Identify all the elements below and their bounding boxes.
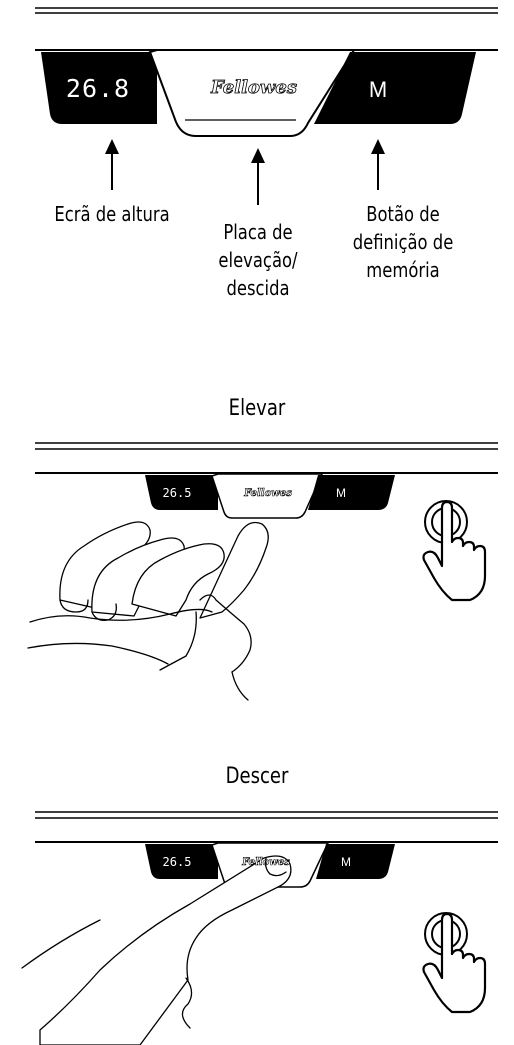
callout-arrows bbox=[105, 139, 385, 205]
height-display-value: 26.5 bbox=[163, 855, 192, 869]
lift-lower-plate[interactable] bbox=[211, 473, 324, 519]
memory-button-label[interactable]: M bbox=[336, 486, 346, 500]
callout-text: Placa de bbox=[223, 220, 293, 244]
callout-text: Botão de bbox=[366, 202, 440, 226]
height-display-housing bbox=[145, 844, 218, 879]
brand-logo: Fellowes bbox=[241, 857, 290, 868]
height-display-housing bbox=[41, 52, 157, 124]
lift-plate-callout: Placa de elevação/ descida bbox=[176, 218, 340, 302]
height-display-callout: Ecrã de altura bbox=[30, 200, 194, 228]
memory-button-housing bbox=[316, 844, 395, 879]
lower-section-title: Descer bbox=[225, 764, 289, 789]
memory-button-label[interactable]: M bbox=[369, 77, 387, 102]
callout-text: Ecrã de altura bbox=[54, 202, 170, 226]
brand-logo: Fellowes bbox=[210, 77, 297, 98]
memory-button-callout: Botão de definição de memória bbox=[321, 200, 485, 284]
lift-lower-plate[interactable] bbox=[148, 49, 356, 137]
height-display-housing bbox=[145, 475, 218, 510]
tap-hand-icon bbox=[422, 912, 487, 1014]
control-panel bbox=[41, 49, 476, 137]
height-display-value: 26.8 bbox=[66, 74, 130, 103]
height-display-value: 26.5 bbox=[163, 486, 192, 500]
callout-text: elevação/ bbox=[218, 248, 298, 272]
raise-section-title: Elevar bbox=[228, 396, 286, 421]
memory-button-label[interactable]: M bbox=[341, 855, 351, 869]
control-panel-small bbox=[145, 473, 395, 519]
callout-text: descida bbox=[226, 276, 290, 300]
memory-button-housing bbox=[308, 475, 395, 510]
arrow-up-icon bbox=[105, 139, 119, 154]
tap-hand-icon bbox=[422, 500, 487, 602]
arrow-up-icon bbox=[371, 139, 385, 154]
finger-pressing-illustration bbox=[21, 855, 292, 1045]
hand-lifting-illustration bbox=[27, 521, 269, 701]
brand-logo: Fellowes bbox=[243, 488, 292, 499]
callout-text: memória bbox=[366, 258, 440, 282]
memory-button-housing bbox=[314, 52, 476, 124]
callout-text: definição de bbox=[352, 230, 454, 254]
arrow-up-icon bbox=[251, 148, 265, 163]
